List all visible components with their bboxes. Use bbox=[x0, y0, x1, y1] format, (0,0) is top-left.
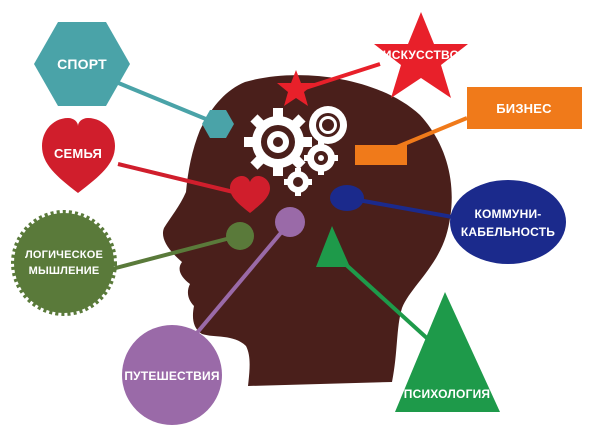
gear-small-right-icon bbox=[304, 141, 338, 175]
psychology-triangle bbox=[395, 292, 500, 412]
communication-ellipse bbox=[450, 180, 566, 264]
sport-hexagon bbox=[34, 22, 130, 106]
communication-label-line2: КАБЕЛЬНОСТЬ bbox=[461, 225, 555, 239]
circle-icon bbox=[275, 207, 305, 237]
heart-icon bbox=[230, 176, 270, 213]
rectangle-icon bbox=[355, 145, 407, 165]
connector-sport bbox=[115, 80, 219, 126]
logic-circle bbox=[11, 210, 117, 316]
gear-top-right-icon bbox=[309, 106, 347, 144]
family-heart bbox=[42, 118, 115, 193]
connector-psychology bbox=[330, 250, 442, 352]
gear-large-icon bbox=[244, 108, 312, 176]
circle-icon bbox=[226, 222, 254, 250]
family-label: СЕМЬЯ bbox=[54, 146, 102, 161]
gears-icon bbox=[244, 106, 347, 196]
gear-small-bottom-icon bbox=[284, 168, 312, 196]
connector-logic bbox=[107, 234, 239, 272]
connector-family bbox=[117, 162, 251, 198]
business-label: БИЗНЕС bbox=[496, 101, 552, 116]
art-star bbox=[374, 12, 468, 98]
connector-travel bbox=[194, 220, 292, 336]
travel-label: ПУТЕШЕСТВИЯ bbox=[124, 369, 219, 383]
travel-circle bbox=[122, 325, 222, 425]
sport-label: СПОРТ bbox=[57, 56, 107, 72]
psychology-label: ПСИХОЛОГИЯ bbox=[404, 387, 490, 401]
ellipse-icon bbox=[330, 185, 364, 211]
triangle-icon bbox=[316, 226, 350, 267]
communication-label-line1: КОММУНИ- bbox=[474, 207, 541, 221]
connector-communication bbox=[346, 196, 459, 220]
logic-label-line2: МЫШЛЕНИЕ bbox=[29, 265, 100, 277]
hexagon-icon bbox=[202, 110, 234, 138]
business-rectangle bbox=[467, 87, 582, 129]
logic-label-line1: ЛОГИЧЕСКОЕ bbox=[25, 249, 103, 261]
art-label: ИСКУССТВО bbox=[383, 48, 459, 62]
star-icon bbox=[277, 70, 315, 106]
